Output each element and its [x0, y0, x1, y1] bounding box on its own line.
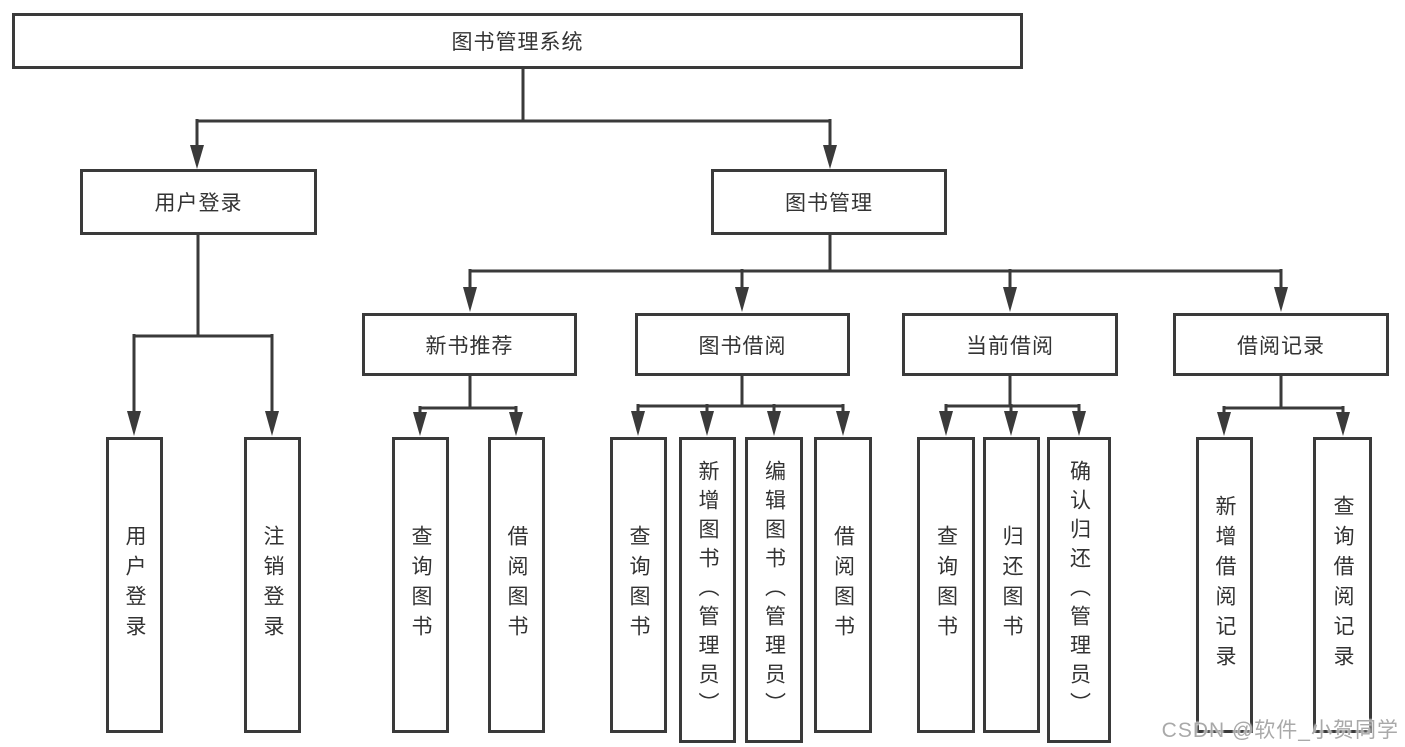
leaf-add-borrow-record: 新增借阅记录	[1196, 437, 1253, 733]
leaf-confirm-return-admin-label: 确认归还（管理员）	[1067, 459, 1091, 721]
leaf-query-books-current-label: 查询图书	[934, 525, 958, 645]
leaf-user-login: 用户登录	[106, 437, 163, 733]
leaf-logout: 注销登录	[244, 437, 301, 733]
leaf-logout-label: 注销登录	[261, 525, 284, 645]
leaf-return-books: 归还图书	[983, 437, 1040, 733]
connector-newbook-to-leaves	[413, 376, 523, 436]
leaf-query-borrow-record: 查询借阅记录	[1313, 437, 1372, 733]
leaf-query-borrow-record-label: 查询借阅记录	[1331, 495, 1354, 675]
leaf-borrow-books-recommend: 借阅图书	[488, 437, 545, 733]
leaf-borrow-books: 借阅图书	[814, 437, 872, 733]
leaf-query-books-current: 查询图书	[917, 437, 975, 733]
connector-records-to-leaves	[1217, 376, 1350, 436]
leaf-edit-books-admin: 编辑图书（管理员）	[745, 437, 803, 743]
node-book-management: 图书管理	[711, 169, 947, 235]
leaf-user-login-label: 用户登录	[123, 525, 146, 645]
leaf-return-books-label: 归还图书	[1000, 525, 1023, 645]
leaf-edit-books-admin-label: 编辑图书（管理员）	[762, 459, 786, 721]
node-user-login: 用户登录	[80, 169, 317, 235]
leaf-add-borrow-record-label: 新增借阅记录	[1213, 495, 1236, 675]
csdn-watermark: CSDN @软件_小贺同学	[1161, 719, 1399, 742]
node-new-book-recommend: 新书推荐	[362, 313, 577, 376]
leaf-confirm-return-admin: 确认归还（管理员）	[1047, 437, 1111, 743]
node-book-borrowing: 图书借阅	[635, 313, 850, 376]
connector-borrowing-to-leaves	[631, 376, 850, 436]
node-borrowing-records: 借阅记录	[1173, 313, 1389, 376]
connector-userlogin-to-leaves	[127, 235, 279, 436]
leaf-query-books-recommend: 查询图书	[392, 437, 449, 733]
connector-root-to-level2	[190, 69, 837, 169]
connector-bookmgmt-to-level3	[463, 235, 1288, 312]
leaf-query-books-borrow-label: 查询图书	[627, 525, 650, 645]
leaf-query-books-borrow: 查询图书	[610, 437, 667, 733]
connector-current-to-leaves	[939, 376, 1086, 436]
leaf-query-books-recommend-label: 查询图书	[409, 525, 432, 645]
node-current-borrowing: 当前借阅	[902, 313, 1118, 376]
leaf-borrow-books-recommend-label: 借阅图书	[505, 525, 528, 645]
leaf-add-books-admin-label: 新增图书（管理员）	[696, 459, 719, 721]
leaf-borrow-books-label: 借阅图书	[831, 525, 855, 645]
leaf-add-books-admin: 新增图书（管理员）	[679, 437, 736, 743]
node-root: 图书管理系统	[12, 13, 1023, 69]
